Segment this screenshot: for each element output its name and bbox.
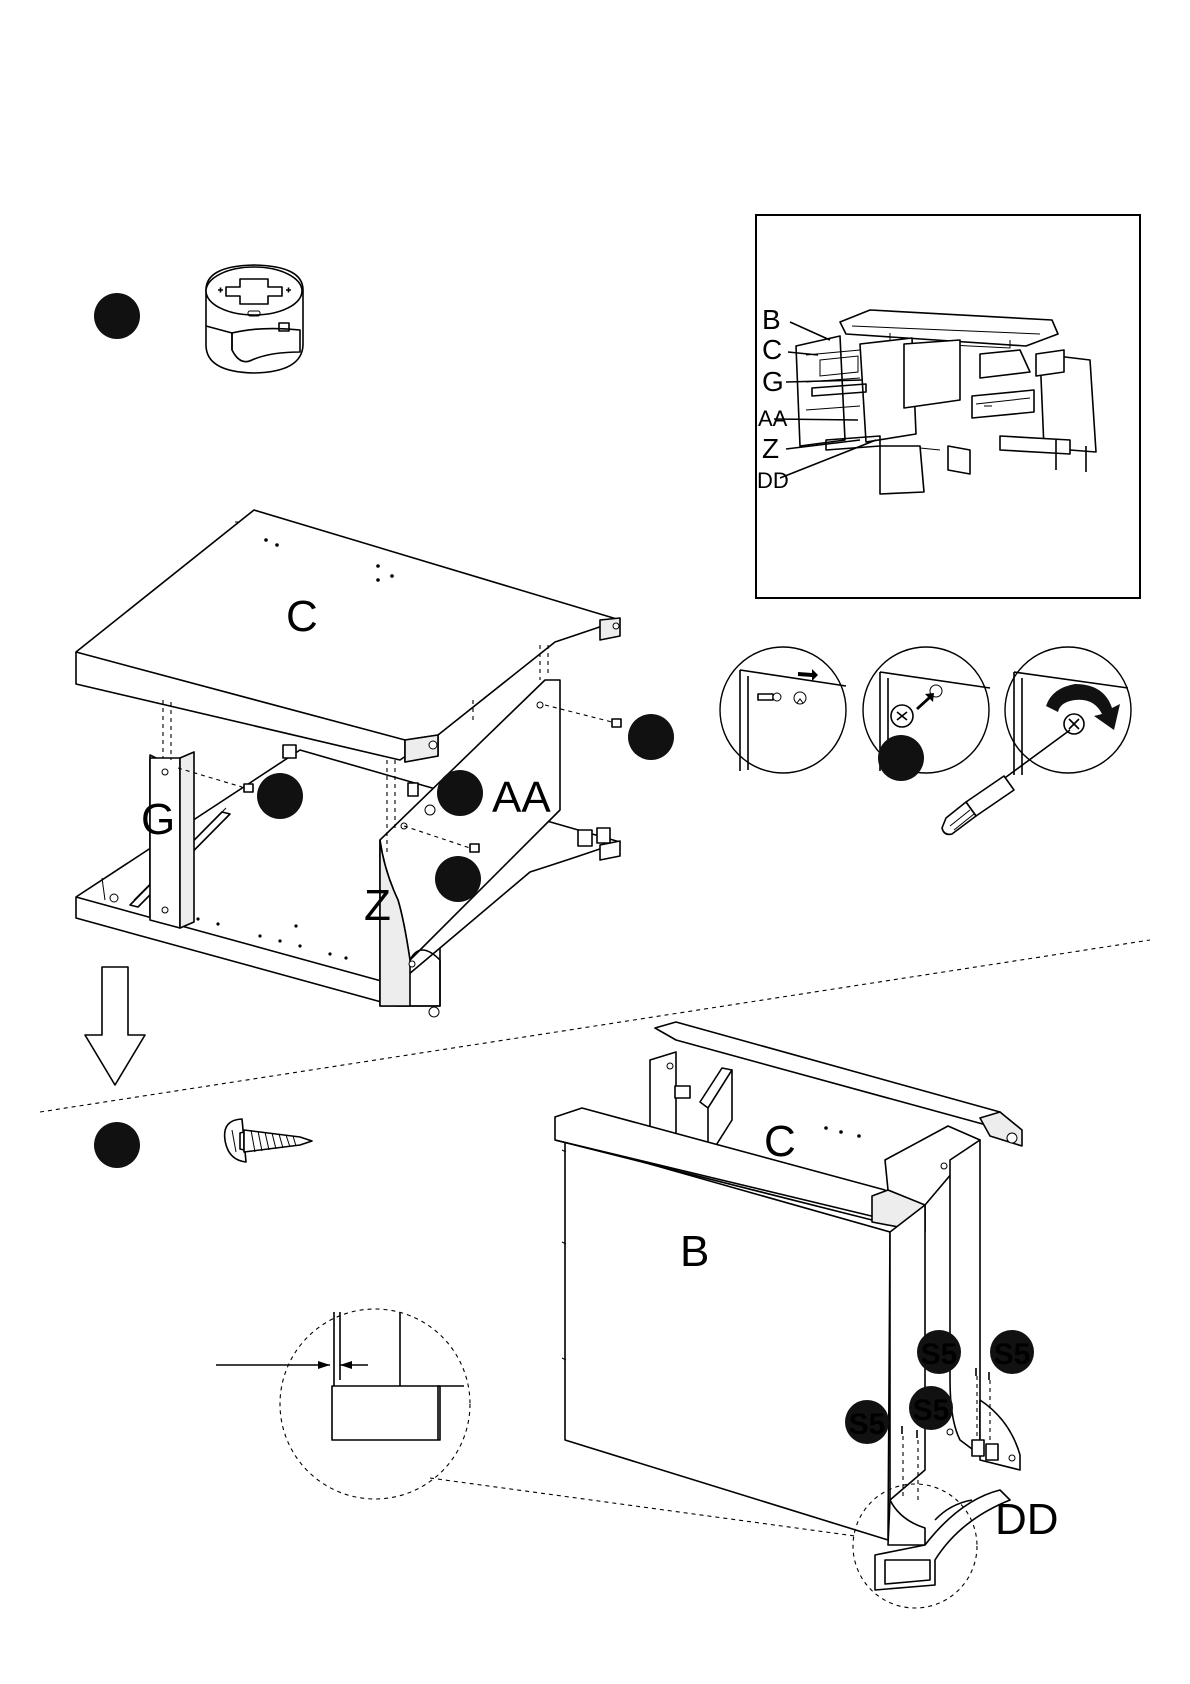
overview-label-b: B bbox=[762, 304, 781, 335]
overview-label-z: Z bbox=[762, 433, 779, 464]
label-step2-back-panel-b: B bbox=[680, 1227, 709, 1276]
screw-badge-1: S5 bbox=[917, 1330, 961, 1374]
step1-detail-views bbox=[720, 647, 1131, 834]
overview-label-g: G bbox=[762, 366, 784, 397]
insert-cam-lock-icon bbox=[863, 647, 990, 781]
overview-label-aa: AA bbox=[758, 406, 788, 431]
cam-lock-badge-right bbox=[628, 714, 674, 760]
label-step2-top-panel-c: C bbox=[764, 1117, 796, 1166]
label-cam-bolt-aa: AA bbox=[492, 773, 551, 822]
svg-text:S5: S5 bbox=[913, 1394, 950, 1427]
step2-fastener-legend bbox=[94, 1119, 312, 1168]
label-step2-foot-dd: DD bbox=[995, 1495, 1059, 1544]
step-separator-line bbox=[40, 940, 1150, 1112]
cam-lock-icon bbox=[206, 265, 303, 373]
next-step-arrow bbox=[85, 967, 145, 1085]
label-shelf-rail-g: G bbox=[141, 795, 175, 844]
step1-assembly-drawing: C G Z AA bbox=[76, 510, 674, 1017]
insert-cam-bolt-icon bbox=[720, 647, 846, 773]
label-side-panel-z: Z bbox=[364, 881, 391, 930]
cam-lock-badge-detail bbox=[878, 735, 924, 781]
cam-lock-badge-z bbox=[435, 856, 481, 902]
screw-badge-2: S5 bbox=[990, 1330, 1034, 1374]
svg-text:S5: S5 bbox=[994, 1338, 1031, 1371]
svg-text:S5: S5 bbox=[921, 1338, 958, 1371]
overview-label-dd: DD bbox=[757, 468, 789, 493]
step1-fastener-legend bbox=[94, 265, 303, 373]
screw-icon bbox=[225, 1119, 312, 1162]
screw-badge-4: S5 bbox=[845, 1400, 889, 1444]
step1-fastener-badge bbox=[94, 293, 140, 339]
label-top-panel-c: C bbox=[286, 592, 318, 641]
svg-text:S5: S5 bbox=[849, 1408, 886, 1441]
step2-assembly-drawing: C B DD S5 S5 S5 S5 bbox=[555, 1022, 1059, 1590]
cam-bolt-badge-aa bbox=[437, 770, 483, 816]
overview-label-c: C bbox=[762, 334, 782, 365]
overview-inset: B C G AA Z DD bbox=[756, 215, 1140, 598]
cam-lock-badge-g bbox=[257, 773, 303, 819]
step2-fastener-badge bbox=[94, 1122, 140, 1168]
screw-badge-3: S5 bbox=[909, 1386, 953, 1430]
